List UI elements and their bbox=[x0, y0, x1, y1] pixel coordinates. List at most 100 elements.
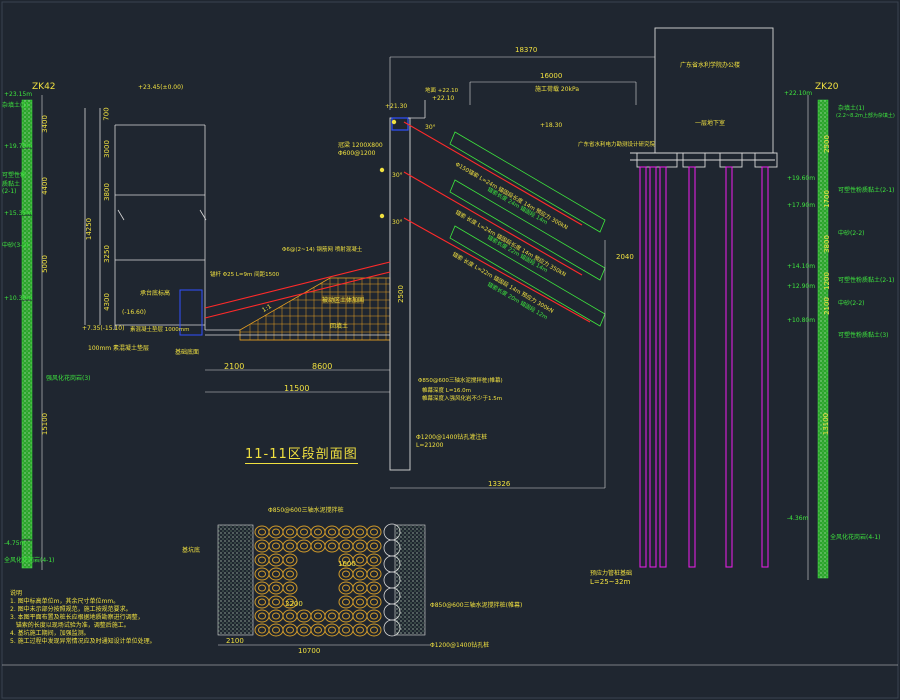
plan-mixing-pile-core bbox=[272, 570, 280, 578]
plan-mixing-pile-core bbox=[286, 584, 294, 592]
plan-mixing-pile bbox=[366, 567, 382, 581]
right-elev-5: +10.80m bbox=[787, 317, 816, 324]
building-h-2: 3000 bbox=[102, 140, 111, 158]
anchor-side-2: 锚索长度 22m 锚固段 14m bbox=[486, 234, 549, 275]
plan-mixing-pile-core bbox=[328, 612, 336, 620]
note-3: 3. 本图平面布置及桩长应根据地质勘察进行调整， bbox=[10, 614, 144, 621]
struct-len: 帷幕深度 L=16.0m bbox=[422, 388, 472, 394]
left-layer-4: 强风化花岗岩(3) bbox=[46, 375, 91, 382]
plan-mixing-pile-core bbox=[342, 612, 350, 620]
note-5: 4. 基坑施工期间，加强监测。 bbox=[10, 630, 90, 637]
angle-1: 30° bbox=[425, 124, 436, 131]
building-h-5: 4300 bbox=[102, 293, 111, 311]
plan-mixing-pile-core bbox=[370, 556, 378, 564]
retaining-beam-label2: Φ600@1200 bbox=[338, 150, 376, 157]
plan-mixing-pile-core bbox=[258, 626, 266, 634]
plan-mixing-pile-core bbox=[272, 612, 280, 620]
plan-label-top: Φ850@600三轴水泥搅拌桩 bbox=[268, 507, 344, 514]
building-base-label: 100mm 素混凝土垫层 bbox=[88, 345, 150, 352]
angle-2: 30° bbox=[392, 172, 403, 179]
plan-mixing-pile-core bbox=[328, 626, 336, 634]
soil-reinforcement-grid bbox=[239, 277, 391, 341]
dimension-lines bbox=[205, 56, 655, 489]
plan-mixing-pile-core bbox=[370, 584, 378, 592]
plan-mixing-pile-core bbox=[272, 584, 280, 592]
left-bottom-label: 全风化花岗岩(4-1) bbox=[4, 557, 55, 564]
building-mark-2: 素混凝土垫层 1000mm bbox=[130, 327, 190, 333]
anchor-bond-zones bbox=[449, 131, 606, 327]
left-layer-3: 中砂(3-2) bbox=[2, 242, 29, 249]
left-depth-4: 15100 bbox=[41, 412, 50, 436]
right-depth-4: 1200 bbox=[822, 272, 831, 290]
plan-mixing-pile-core bbox=[356, 528, 364, 536]
retaining-grid-label: Φ6@(2~14) 钢筋网 喷射混凝土 bbox=[282, 247, 363, 253]
left-borehole bbox=[21, 95, 43, 570]
plan-mixing-pile-core bbox=[328, 542, 336, 550]
retaining-backfill: 回填土 bbox=[330, 323, 349, 330]
plan-mixing-pile-core bbox=[342, 528, 350, 536]
plan-mixing-pile-core bbox=[356, 626, 364, 634]
notes-block: 说明 1. 图中标高单位m，其余尺寸单位mm。 2. 图中未示部分按照规范，施工… bbox=[10, 590, 156, 646]
pile-label: Φ1200@1400钻孔灌注桩 bbox=[416, 434, 488, 441]
plan-mixing-pile-core bbox=[300, 542, 308, 550]
dim-left-2: 8600 bbox=[312, 362, 333, 371]
plan-mixing-pile bbox=[366, 525, 382, 539]
plan-mixing-pile-core bbox=[370, 612, 378, 620]
right-elev-4: +12.90m bbox=[787, 283, 816, 290]
struct-len2: 帷幕深度入强风化岩不少于1.5m bbox=[422, 396, 503, 402]
plan-mixing-pile bbox=[282, 595, 298, 609]
plan-mixing-pile-core bbox=[300, 528, 308, 536]
right-bottom-label: 全风化花岗岩(4-1) bbox=[830, 534, 881, 541]
plan-dim-2200: 2200 bbox=[285, 600, 303, 608]
right-borehole-note: (2.2~8.2m上部为杂填土) bbox=[836, 113, 895, 119]
right-building-label3: 广东省水利电力勘测设计研究院 bbox=[578, 142, 656, 148]
plan-mixing-pile-core bbox=[272, 556, 280, 564]
right-depth-3: 3800 bbox=[822, 235, 831, 253]
plan-mixing-pile-core bbox=[342, 598, 350, 606]
plan-mixing-pile-core bbox=[356, 556, 364, 564]
plan-label-right1: Φ850@600三轴水泥搅拌桩(帷幕) bbox=[430, 602, 523, 609]
right-building-label: 广东省水利学院办公楼 bbox=[680, 62, 741, 69]
retaining-soil-label: 被动区土体加固 bbox=[322, 295, 365, 304]
plan-dim-2100: 2100 bbox=[226, 637, 244, 645]
plan-mixing-pile-core bbox=[314, 528, 322, 536]
retaining-dim-2500: 2500 bbox=[396, 285, 405, 303]
right-building-ground: 地面 +22.10 bbox=[425, 88, 459, 94]
struct-label: Φ850@600三轴水泥搅拌桩(帷幕) bbox=[418, 378, 503, 384]
right-elev-1: +19.60m bbox=[787, 175, 816, 182]
note-6: 5. 施工过程中发现异常情况应及时通知设计单位处理。 bbox=[10, 638, 156, 645]
crown-elev: +18.30 bbox=[540, 122, 563, 129]
right-pile-label: 预应力管桩基础 bbox=[590, 570, 633, 577]
plan-mixing-pile-core bbox=[286, 528, 294, 536]
building-section bbox=[84, 108, 240, 331]
left-borehole-top-elev: +23.15m bbox=[4, 91, 33, 98]
plan-view bbox=[217, 523, 430, 646]
plan-mixing-pile bbox=[366, 539, 382, 553]
right-layer-5: 中砂(2-2) bbox=[838, 300, 865, 307]
plan-mixing-pile-core bbox=[258, 542, 266, 550]
plan-dim-10700: 10700 bbox=[298, 647, 321, 655]
right-layer-6: 可塑性粉质黏土(3) bbox=[838, 332, 889, 339]
building-bottom-tag: (-16.60) bbox=[122, 309, 147, 316]
plan-mixing-pile-core bbox=[300, 612, 308, 620]
building-h-1: 700 bbox=[102, 107, 111, 121]
right-elev-3: +14.10m bbox=[787, 263, 816, 270]
plan-mixing-pile-core bbox=[328, 528, 336, 536]
building-mark-1: 承台底标高 bbox=[140, 290, 171, 297]
plan-mixing-pile-core bbox=[356, 584, 364, 592]
angle-3: 30° bbox=[392, 219, 403, 226]
plan-mixing-pile-core bbox=[258, 528, 266, 536]
building-h-4: 3250 bbox=[102, 245, 111, 263]
plan-mixing-pile bbox=[366, 609, 382, 623]
plan-mixing-pile-core bbox=[356, 570, 364, 578]
plan-mixing-pile-core bbox=[356, 612, 364, 620]
right-elev-6: -4.36m bbox=[787, 515, 809, 522]
right-building-piles bbox=[639, 166, 769, 568]
plan-mixing-pile-core bbox=[258, 556, 266, 564]
plan-label-right2: Φ1200@1400钻孔桩 bbox=[430, 642, 490, 649]
right-borehole-name: ZK20 bbox=[815, 82, 839, 92]
building-foundation bbox=[179, 289, 203, 336]
plan-mixing-pile-core bbox=[342, 570, 350, 578]
